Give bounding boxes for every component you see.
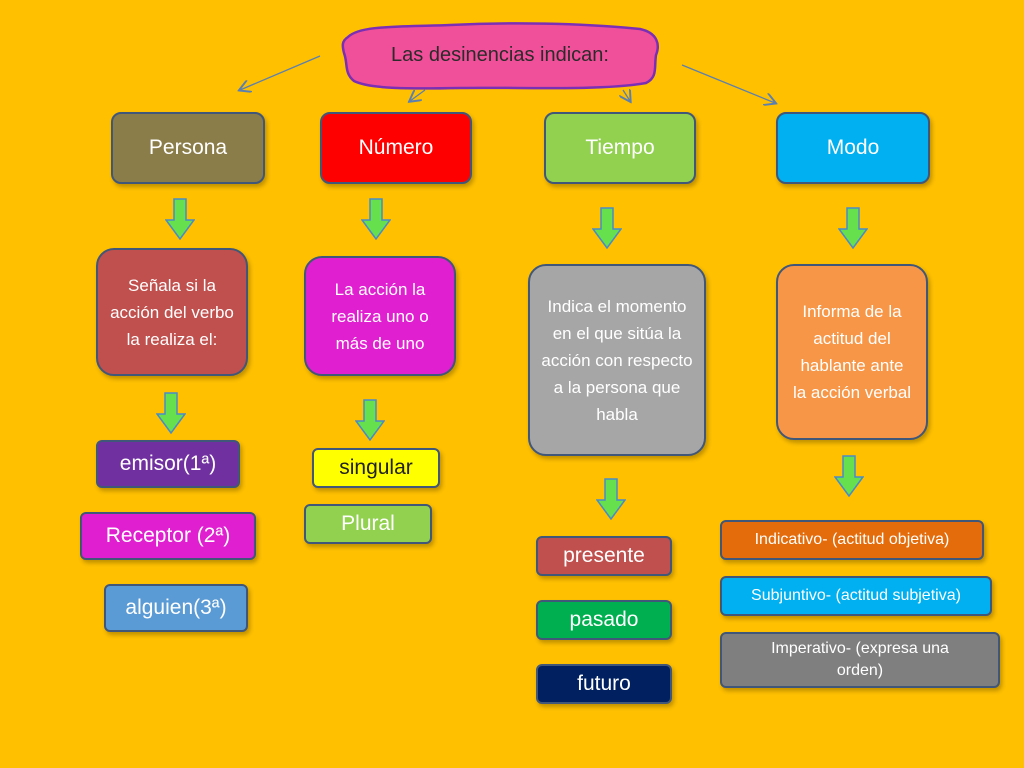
connector-modo: [681, 64, 775, 103]
down-arrow-icon: [156, 392, 186, 434]
category-numero-label: Número: [358, 136, 434, 159]
leaf-receptor-label: Receptor (2ª): [105, 524, 231, 547]
leaf-alguien-label: alguien(3ª): [125, 596, 227, 619]
description-tiempo-text: Indica el momento en el que sitúa la acc…: [541, 296, 693, 424]
connector-numero: [410, 89, 426, 101]
leaf-plural: Plural: [304, 504, 432, 544]
description-numero: La acción la realiza uno o más de uno: [304, 256, 456, 376]
leaf-alguien: alguien(3ª): [104, 584, 248, 632]
down-arrow-icon: [592, 207, 622, 249]
category-numero: Número: [320, 112, 472, 184]
connector-persona: [240, 55, 321, 90]
leaf-indicativo: Indicativo- (actitud objetiva): [720, 520, 984, 560]
down-arrow-icon: [834, 455, 864, 497]
category-modo: Modo: [776, 112, 930, 184]
title-blob: Las desinencias indican:: [340, 19, 660, 91]
leaf-futuro-label: futuro: [577, 672, 631, 695]
leaf-presente: presente: [536, 536, 672, 576]
description-persona-text: Señala si la acción del verbo la realiza…: [110, 275, 234, 349]
down-arrow-icon: [838, 207, 868, 249]
leaf-singular: singular: [312, 448, 440, 488]
title-blob-shape: [341, 22, 659, 90]
category-tiempo-label: Tiempo: [585, 136, 655, 159]
leaf-futuro: futuro: [536, 664, 672, 704]
page-title: Las desinencias indican:: [391, 43, 609, 66]
down-arrow-icon: [596, 478, 626, 520]
leaf-imperativo-label: Imperativo- (expresa una orden): [771, 640, 949, 679]
category-persona: Persona: [111, 112, 265, 184]
leaf-pasado-label: pasado: [569, 608, 639, 631]
leaf-subjuntivo: Subjuntivo- (actitud subjetiva): [720, 576, 992, 616]
down-arrow-icon: [355, 399, 385, 441]
leaf-pasado: pasado: [536, 600, 672, 640]
description-tiempo: Indica el momento en el que sitúa la acc…: [528, 264, 706, 456]
description-modo-text: Informa de la actitud del hablante ante …: [792, 302, 912, 402]
connector-tiempo: [623, 90, 630, 101]
category-persona-label: Persona: [148, 136, 228, 159]
category-tiempo: Tiempo: [544, 112, 696, 184]
leaf-presente-label: presente: [563, 544, 645, 567]
description-numero-text: La acción la realiza uno o más de uno: [331, 279, 429, 353]
leaf-plural-label: Plural: [341, 512, 395, 535]
leaf-emisor-label: emisor(1ª): [119, 452, 217, 475]
down-arrow-icon: [165, 198, 195, 240]
leaf-receptor: Receptor (2ª): [80, 512, 256, 560]
description-persona: Señala si la acción del verbo la realiza…: [96, 248, 248, 376]
leaf-indicativo-label: Indicativo- (actitud objetiva): [754, 531, 950, 548]
leaf-imperativo: Imperativo- (expresa una orden): [720, 632, 1000, 688]
leaf-emisor: emisor(1ª): [96, 440, 240, 488]
down-arrow-icon: [361, 198, 391, 240]
description-modo: Informa de la actitud del hablante ante …: [776, 264, 928, 440]
leaf-singular-label: singular: [339, 456, 413, 479]
leaf-subjuntivo-label: Subjuntivo- (actitud subjetiva): [751, 587, 961, 604]
category-modo-label: Modo: [826, 136, 880, 159]
